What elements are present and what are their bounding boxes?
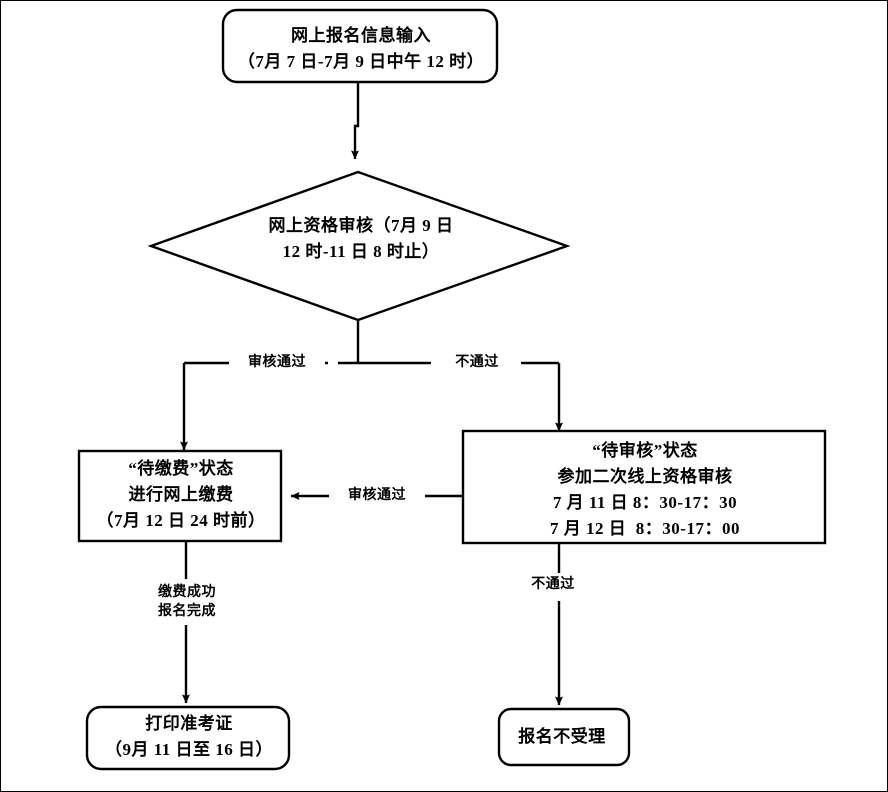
- node-rejected-shape: [497, 707, 631, 767]
- node-pending-shape: [461, 429, 827, 545]
- node-ticket-shape: [85, 705, 291, 771]
- edge-start-to-review: [351, 82, 360, 160]
- node-pay-shape: [77, 449, 283, 543]
- edge-review-branch-bus: [184, 320, 559, 365]
- node-start-shape: [221, 8, 499, 84]
- node-review-shape: [147, 170, 571, 322]
